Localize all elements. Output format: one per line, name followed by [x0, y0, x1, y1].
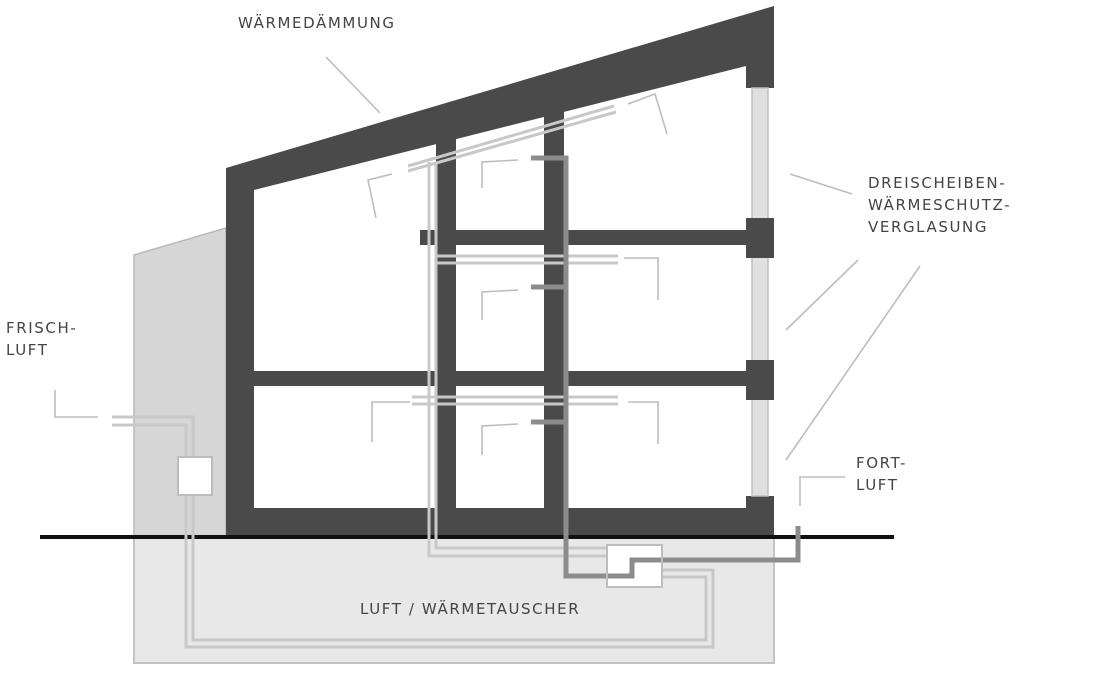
middle-floor-slab	[254, 371, 750, 386]
exhaust-air-label-line-2: LUFT	[856, 476, 899, 494]
supply-air-duct	[112, 104, 715, 649]
fresh-air-label-line-2: LUFT	[6, 341, 49, 359]
glazing-label-line-2: WÄRMESCHUTZ-	[868, 196, 1012, 214]
preheater-box	[177, 456, 213, 496]
glazing-label-line-3: VERGLASUNG	[868, 218, 989, 236]
column-left	[436, 132, 456, 508]
glazing-label: DREISCHEIBEN- WÄRMESCHUTZ- VERGLASUNG	[868, 172, 1011, 238]
fresh-air-label-line-1: FRISCH-	[6, 319, 78, 337]
exhaust-air-label: FORT- LUFT	[856, 452, 907, 496]
heat-exchanger-label: LUFT / WÄRMETAUSCHER	[360, 598, 580, 620]
heat-exchanger-label-text: LUFT / WÄRMETAUSCHER	[360, 600, 581, 618]
middle-slab-end	[746, 360, 774, 400]
building-shell	[226, 6, 774, 536]
air-outlet-brackets	[367, 92, 668, 455]
upper-floor-slab	[420, 230, 750, 245]
exhaust-air-label-line-1: FORT-	[856, 454, 907, 472]
column-right	[544, 102, 564, 508]
insulation-label-text: WÄRMEDÄMMUNG	[238, 14, 396, 32]
insulation-label: WÄRMEDÄMMUNG	[238, 12, 396, 34]
upper-slab-end	[746, 218, 774, 258]
leader-lines	[54, 56, 921, 506]
glazing-pane	[751, 87, 769, 497]
fresh-air-label: FRISCH- LUFT	[6, 317, 77, 361]
heat-exchanger-crossing	[608, 557, 661, 579]
glazing-label-line-1: DREISCHEIBEN-	[868, 174, 1007, 192]
